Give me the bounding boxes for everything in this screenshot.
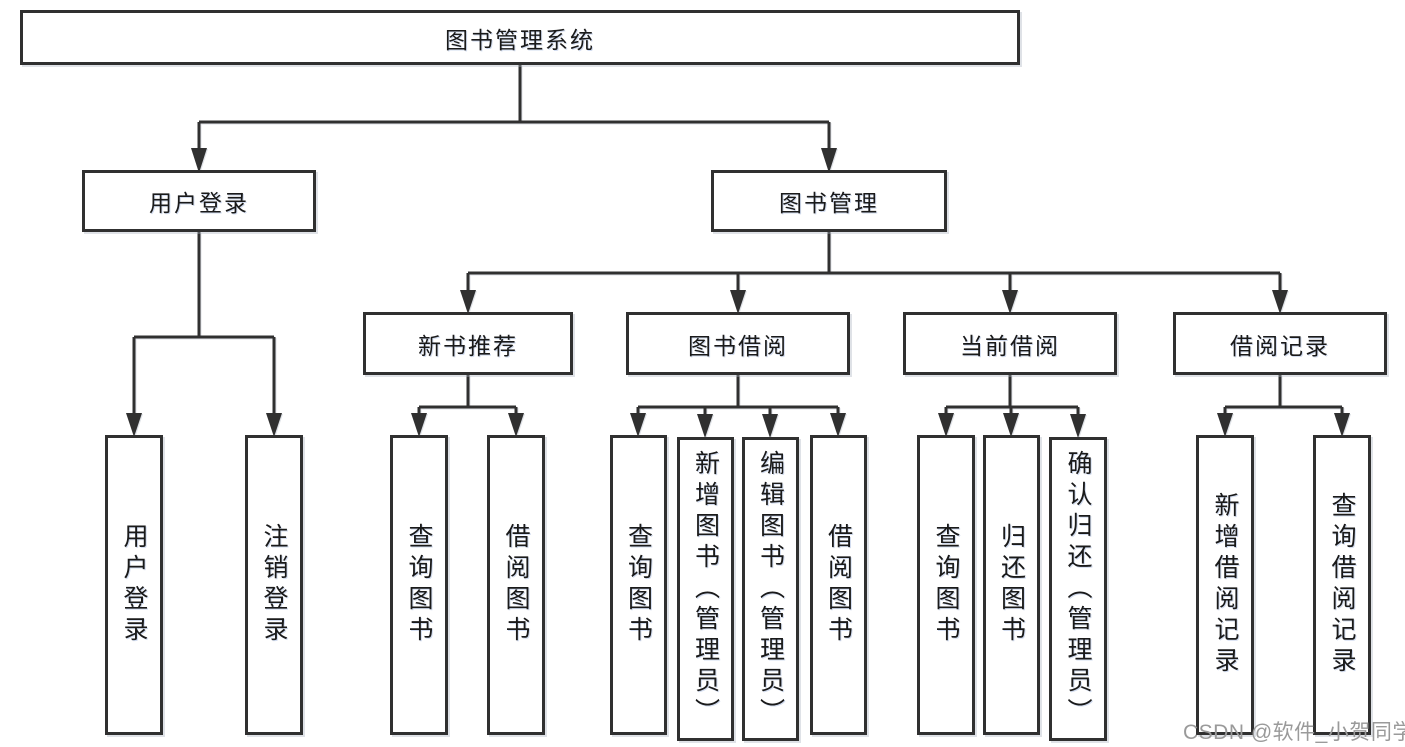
node-user-login: 用户登录 <box>82 170 316 232</box>
node-book-borrowing: 图书借阅 <box>626 312 850 375</box>
leaf-current-return-books: 归还图书 <box>983 435 1040 735</box>
watermark: CSDN @软件_小贺同学 <box>1183 721 1405 744</box>
leaf-borrowing-add-books-admin: 新增图书（管理员） <box>677 437 734 741</box>
node-book-management: 图书管理 <box>711 170 947 232</box>
leaf-logout: 注销登录 <box>245 435 303 735</box>
node-new-book-recommendation: 新书推荐 <box>363 312 573 375</box>
node-borrowing-records: 借阅记录 <box>1173 312 1387 375</box>
leaf-current-query-books: 查询图书 <box>917 435 975 735</box>
leaf-records-query-borrow-record: 查询借阅记录 <box>1313 435 1371 735</box>
leaf-records-add-borrow-record: 新增借阅记录 <box>1196 435 1254 735</box>
leaf-borrowing-edit-books-admin: 编辑图书（管理员） <box>742 437 799 741</box>
leaf-borrowing-borrow-books: 借阅图书 <box>810 435 867 735</box>
leaf-newbook-borrow-books: 借阅图书 <box>487 435 545 735</box>
leaf-newbook-query-books: 查询图书 <box>390 435 448 735</box>
leaf-current-confirm-return-admin: 确认归还（管理员） <box>1049 437 1107 741</box>
leaf-user-login: 用户登录 <box>105 435 163 735</box>
leaf-borrowing-query-books: 查询图书 <box>610 435 667 735</box>
node-current-borrowing: 当前借阅 <box>903 312 1117 375</box>
node-library-management-system: 图书管理系统 <box>20 10 1020 65</box>
